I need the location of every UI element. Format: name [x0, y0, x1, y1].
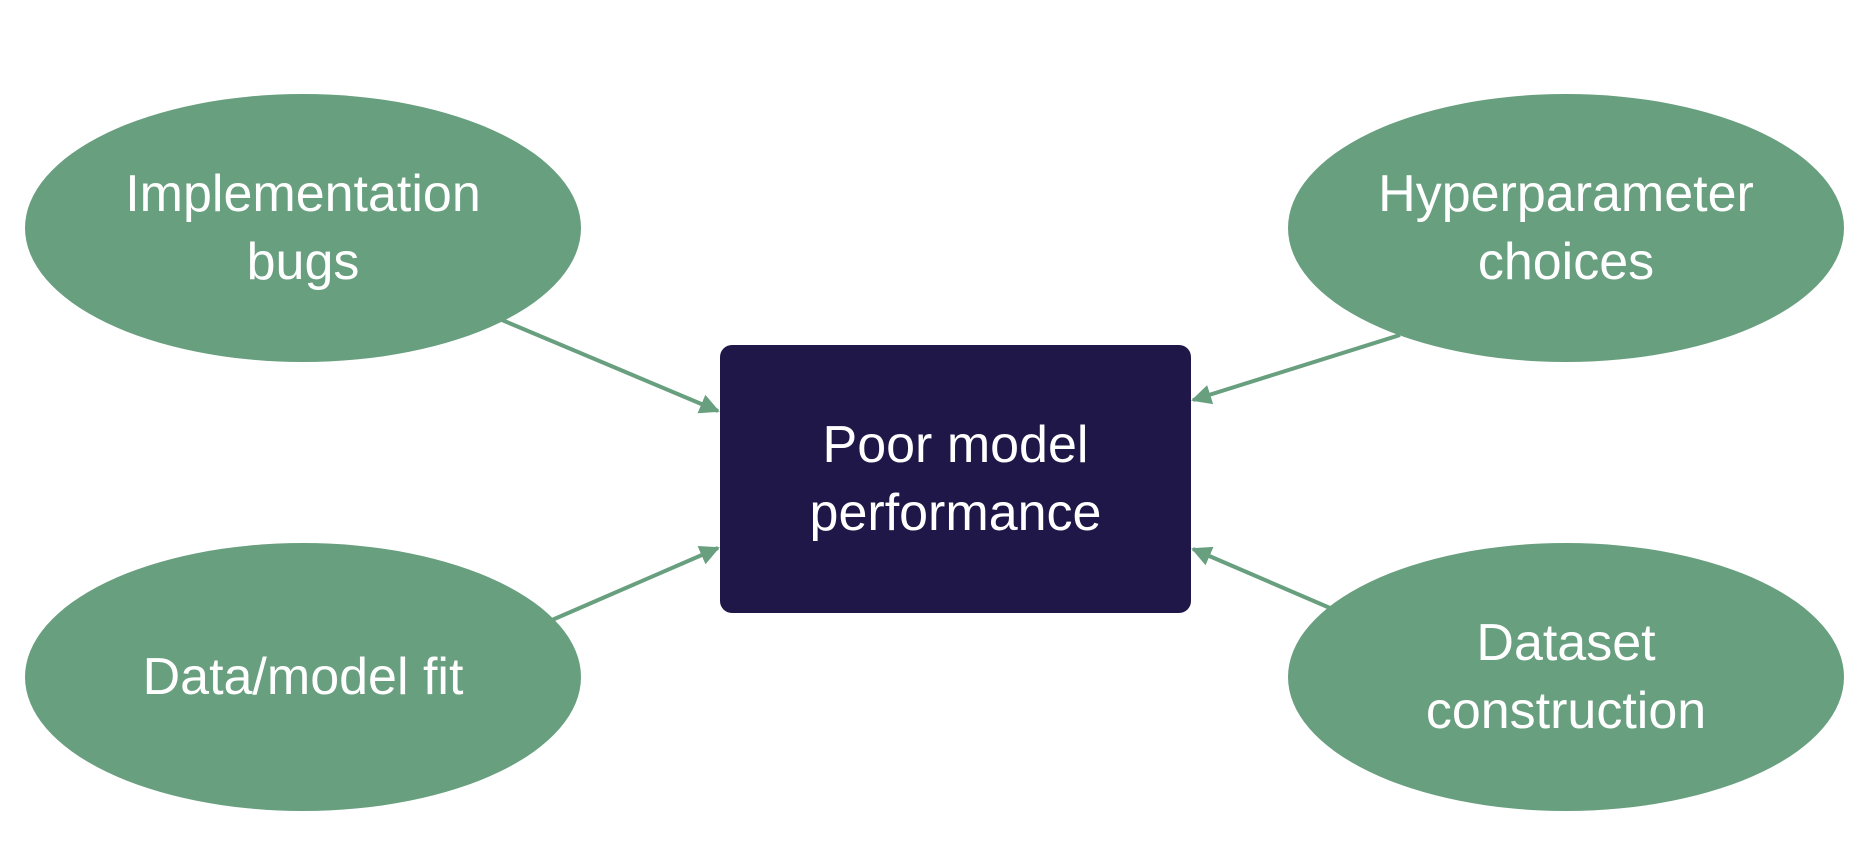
arrow-hyperparameter-to-outcome	[1191, 333, 1401, 405]
cause-data-model-fit: Data/model fit	[25, 543, 581, 811]
arrow-implementation-to-outcome	[501, 318, 720, 414]
cause-label: Dataset construction	[1425, 614, 1707, 740]
cause-label: Hyperparameter choices	[1378, 165, 1754, 291]
outcome-label: Poor model performance	[809, 416, 1102, 542]
cause-hyperparameter-choices: Hyperparameter choices	[1288, 94, 1844, 362]
cause-label: Implementation bugs	[125, 165, 481, 291]
arrow-data-fit-to-outcome	[551, 545, 720, 622]
cause-label: Data/model fit	[142, 648, 464, 706]
cause-implementation-bugs: Implementation bugs	[25, 94, 581, 362]
arrow-dataset-to-outcome	[1191, 546, 1331, 610]
cause-dataset-construction: Dataset construction	[1288, 543, 1844, 811]
outcome-poor-model-performance: Poor model performance	[720, 345, 1191, 613]
